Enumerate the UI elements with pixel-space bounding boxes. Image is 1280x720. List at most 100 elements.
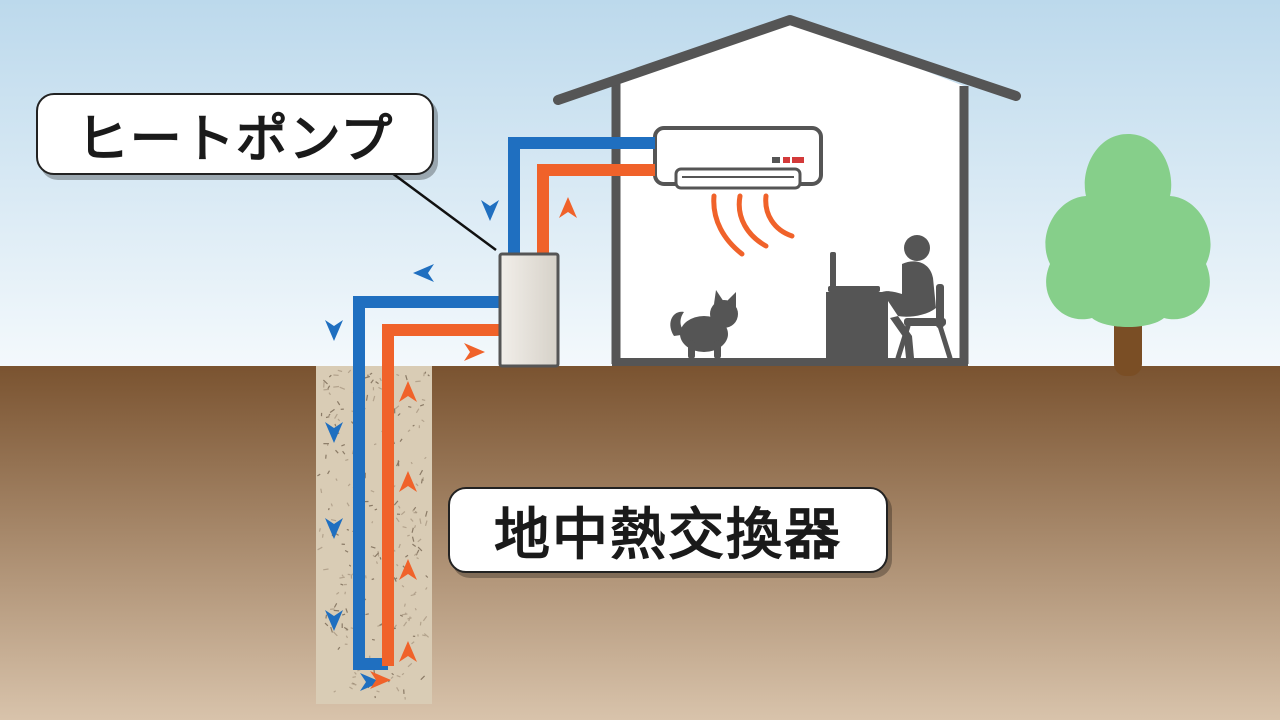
gravel-speck: [317, 473, 321, 477]
flow-arrow-icon: [325, 422, 343, 443]
gravel-speck: [328, 374, 332, 378]
chair-icon: [895, 284, 953, 361]
gravel-speck: [417, 546, 423, 552]
gravel-speck: [395, 517, 400, 523]
gravel-speck: [374, 508, 378, 511]
gravel-speck: [416, 557, 419, 560]
cold-pipe-ground: [353, 296, 500, 670]
gravel-speck: [423, 372, 425, 377]
flow-arrow-icon: [559, 197, 577, 218]
gravel-speck: [342, 450, 346, 455]
gravel-speck: [371, 578, 375, 581]
gravel-speck: [394, 405, 400, 410]
person-head: [904, 235, 930, 261]
gravel-speck: [401, 584, 405, 588]
gravel-speck: [339, 386, 346, 390]
gravel-speck: [408, 616, 411, 622]
gravel-speck: [333, 631, 338, 637]
gravel-speck: [341, 574, 344, 578]
gravel-speck: [391, 672, 394, 676]
gravel-speck: [371, 638, 375, 641]
gravel-speck: [421, 398, 426, 401]
gravel-speck: [354, 671, 357, 675]
gravel-speck: [396, 563, 399, 567]
gravel-speck: [403, 603, 406, 607]
gravel-speck: [370, 490, 375, 493]
gravel-speck: [322, 379, 328, 385]
flow-arrow-icon: [370, 671, 391, 689]
gravel-speck: [415, 483, 419, 487]
gravel-speck: [390, 676, 394, 680]
gravel-speck: [374, 552, 380, 558]
gravel-speck: [405, 375, 408, 381]
gravel-speck: [399, 614, 404, 617]
gravel-speck: [365, 575, 367, 579]
gravel-speck: [411, 641, 415, 645]
gravel-speck: [413, 591, 417, 595]
gravel-speck: [398, 543, 401, 549]
ground-heat-exchanger-label: 地中熱交換器: [448, 487, 888, 573]
heat-pump-label: ヒートポンプ: [36, 93, 434, 175]
gravel-speck: [317, 546, 323, 551]
flow-arrow-icon: [399, 381, 417, 402]
gravel-speck: [415, 380, 421, 383]
gravel-speck: [407, 534, 410, 537]
gravel-speck: [422, 615, 428, 622]
gravel-speck: [345, 608, 348, 613]
gravel-speck: [420, 404, 425, 407]
cold-pipe-house: [508, 137, 655, 253]
gravel-speck: [407, 429, 411, 433]
gravel-speck: [393, 577, 397, 582]
gravel-speck: [424, 371, 427, 375]
gravel-speck: [346, 528, 350, 531]
gravel-speck: [412, 509, 415, 512]
gravel-speck: [425, 587, 428, 590]
gravel-speck: [330, 519, 337, 522]
gravel-speck: [408, 406, 412, 408]
gravel-speck: [411, 527, 414, 533]
gravel-speck: [403, 621, 408, 627]
flow-arrow-icon: [325, 610, 343, 631]
gravel-speck: [365, 394, 369, 401]
gravel-speck: [328, 413, 331, 417]
gravel-speck: [348, 564, 352, 567]
gravel-speck: [328, 507, 330, 511]
gravel-speck: [325, 416, 330, 419]
gravel-speck: [351, 683, 357, 686]
gravel-speck: [365, 613, 369, 616]
gravel-speck: [352, 676, 357, 678]
gravel-speck: [368, 504, 373, 507]
gravel-speck: [330, 608, 335, 610]
gravel-speck: [373, 443, 377, 446]
gravel-speck: [379, 557, 382, 560]
gravel-speck: [371, 521, 374, 524]
gravel-speck: [324, 622, 329, 627]
gravel-speck: [369, 372, 373, 376]
gravel-speck: [417, 538, 422, 543]
flow-arrow-icon: [360, 673, 381, 691]
house-icon: [553, 15, 1021, 366]
air-conditioner-icon: [653, 126, 823, 257]
gravel-speck: [333, 385, 340, 388]
gravel-speck: [334, 423, 337, 427]
gravel-speck: [347, 369, 352, 374]
gravel-speck: [320, 488, 323, 494]
flow-arrows: [325, 197, 577, 691]
flow-arrow-icon: [399, 641, 417, 662]
gravel-speck: [402, 526, 407, 529]
gravel-speck: [349, 686, 353, 690]
flow-arrow-icon: [481, 200, 499, 221]
hot-pipe-house: [537, 164, 655, 253]
gravel-speck: [420, 478, 423, 484]
gravel-speck: [339, 576, 345, 579]
gravel-speck: [329, 408, 335, 413]
gravel-speck: [410, 518, 414, 522]
gravel-speck: [327, 385, 331, 390]
gravel-speck: [419, 621, 422, 626]
heat-pump-unit-icon: [498, 252, 560, 368]
gravel-speck: [414, 607, 417, 611]
gravel-speck: [335, 478, 338, 481]
gravel-speck: [370, 546, 376, 549]
gravel-speck: [412, 424, 415, 427]
